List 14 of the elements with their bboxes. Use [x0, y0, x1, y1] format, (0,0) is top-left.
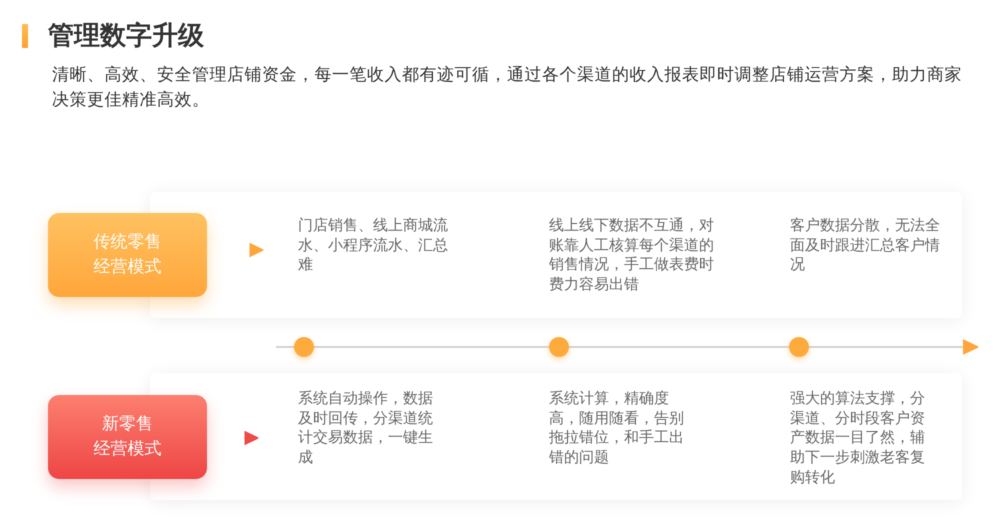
- mode-card: [48, 395, 207, 479]
- intro-paragraph: 清晰、高效、安全管理店铺资金，每一笔收入都有迹可循，通过各个渠道的收入报表即时调整店铺运营方案，助力商家决策更佳精准高效。: [52, 64, 963, 112]
- mode-label: 传统零售: [94, 231, 162, 254]
- description-text: 强大的算法支撑，分渠道、分时段客户资产数据一目了然，辅助下一步刺激老客复购转化: [790, 389, 926, 488]
- mode-label: 经营模式: [94, 256, 162, 279]
- page-title: 管理数字升级: [48, 20, 204, 53]
- mode-label: 新零售: [102, 413, 153, 436]
- mode-label: 经营模式: [94, 438, 162, 461]
- description-text: 客户数据分散，无法全面及时跟进汇总客户情况: [790, 216, 941, 276]
- mode-card: [48, 213, 207, 297]
- description-text: 门店销售、线上商城流水、小程序流水、汇总难: [298, 216, 449, 276]
- description-text: 线上线下数据不互通，对账靠人工核算每个渠道的销售情况，手工做表费时费力容易出错: [549, 216, 715, 295]
- description-text: 系统自动操作，数据及时回传，分渠道统计交易数据，一键生成: [298, 389, 434, 468]
- description-text: 系统计算，精确度高，随用随看，告别拖拉错位，和手工出错的问题: [549, 389, 685, 468]
